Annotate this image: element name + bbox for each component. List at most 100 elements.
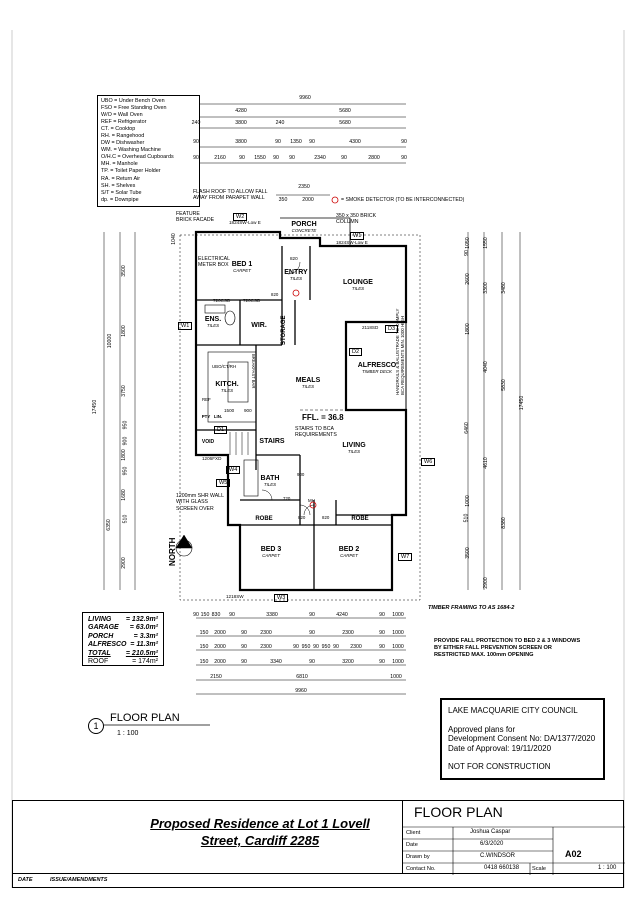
dim-text: 5680 [339,108,351,114]
title-block-grid [402,826,625,875]
project-title: Proposed Residence at Lot 1 Lovell Stree… [150,816,370,848]
room-linen: LIN. [213,414,223,419]
dim-bottom: 90 [309,659,315,665]
tag-w4: W4 [226,466,241,474]
dim-right: 3300 [482,282,489,294]
dim-text: 90 [275,139,281,145]
dim-bottom: 2000 [214,630,226,636]
dim-left: 10000 [107,333,114,349]
dim-bottom: 3380 [266,612,278,618]
legend-item: CT. = Cooktop [101,126,136,133]
tag-entry-door: 820 [290,256,298,261]
dim-bottom: 1000 [392,659,404,665]
amend-issue-label: ISSUE/AMENDMENTS [50,877,108,883]
dim-right: 1000 [464,495,471,507]
area-row: LIVING= 132.9m² [88,616,158,623]
dim-bottom: 90 [333,644,339,650]
legend-item: REF = Refrigerator [101,119,147,126]
dim-text: 3800 [235,139,247,145]
dim-bottom: 90 [309,630,315,636]
dim-text: 90 [341,155,347,161]
dim-right: 2600 [464,273,471,285]
dim-bottom: 2300 [350,644,362,650]
dim-bottom: 90 [379,644,385,650]
tag-kitch-dim: 900 [244,408,252,413]
dim-left: 6350 [105,519,112,531]
dim-text: 1350 [290,139,302,145]
note-flash-roof: FLASH ROOF TO ALLOW FALL AWAY FROM PARAP… [193,189,268,202]
area-row: GARAGE= 63.0m² [88,624,158,632]
title-block [12,800,625,875]
dim-text: 5680 [339,120,351,126]
council-approved: Approved plans for [448,724,516,734]
legend-item: RH. = Rangehood [101,133,145,140]
dim-bottom: 950 [321,644,331,650]
dim-text: 2800 [368,155,380,161]
tag-door-820: 820 [271,292,279,297]
dim-text: 4300 [349,139,361,145]
room-ensuite: ENS.TILES [204,316,222,328]
dim-bottom: 2300 [260,630,272,636]
note-feature-brick: FEATURE BRICK FACADE [176,211,215,224]
dim-bottom: 830 [211,612,221,618]
dim-bottom: 90 [241,630,247,636]
dim-left: 1800 [120,325,127,337]
tag-door-900: 900 [297,472,305,477]
dim-right: 4610 [482,457,489,469]
room-robe-bed2: ROBE [351,516,369,522]
dim-left: 900 [122,436,129,446]
dim-bottom: 150 [199,630,209,636]
tag-door-720: 720 [283,496,291,501]
dim-text: 90 [309,139,315,145]
dim-text: 90 [401,139,407,145]
dim-overall-top: 9960 [299,95,311,101]
room-robe-bed3: ROBE [255,516,273,522]
council-consent-no: Development Consent No: DA/1377/2020 [448,734,596,744]
tag-kitch-dim: 1500 [224,408,235,413]
council-approval-stamp: LAKE MACQUARIE CITY COUNCIL Approved pla… [440,698,605,780]
room-void: VOID [201,439,215,445]
dim-bottom: 2150 [210,674,222,680]
date-label: Date [406,842,418,848]
tag-w1: W1 [350,232,365,240]
sheet-title: FLOOR PLAN [414,804,503,820]
tag-w2: W2 [233,213,248,221]
dim-porch: 2350 [298,184,310,190]
dim-bottom: 90 [241,659,247,665]
dim-right: 510 [463,513,470,523]
dim-bottom: 90 [313,644,319,650]
dim-text: 90 [273,155,279,161]
room-kitchen: KITCH.TILES [215,381,239,393]
dim-bottom: 150 [199,644,209,650]
tag-w3: W3 [274,594,289,602]
sheet-number: A02 [565,849,582,859]
client-label: Client [406,830,421,836]
dim-right: 3480 [500,282,507,294]
amend-date-label: DATE [18,877,33,883]
legend-item: S/T = Solar Tube [101,189,142,196]
dim-bottom: 2300 [260,644,272,650]
dim-bottom: 3200 [342,659,354,665]
dim-text: 90 [193,139,199,145]
abbreviation-legend: UBO = Under Bench Oven FSO = Free Standi… [97,95,200,207]
dim-left: 950 [122,466,129,476]
dim-right: 8380 [500,517,507,529]
dim-text: 2340 [314,155,326,161]
tag-breakfast-bar: BREAKFAST BAR [251,354,256,389]
dim-right: 4040 [482,361,489,373]
dim-left: 2900 [120,557,127,569]
tag-wir-door: 720CSD [243,298,261,303]
council-not-for-construction: NOT FOR CONSTRUCTION [448,762,551,772]
legend-item: SH. = Shelves [101,182,136,189]
dim-right: 5830 [500,379,507,391]
scale-label: Scale [532,866,546,872]
contact-label: Contact No. [406,866,436,872]
note-brick-column: 350 x 350 BRICK COLUMN [336,213,377,226]
dim-right: 3500 [464,547,471,559]
dim-right: 1050 [464,237,471,249]
tag-mh: MH [308,498,315,503]
